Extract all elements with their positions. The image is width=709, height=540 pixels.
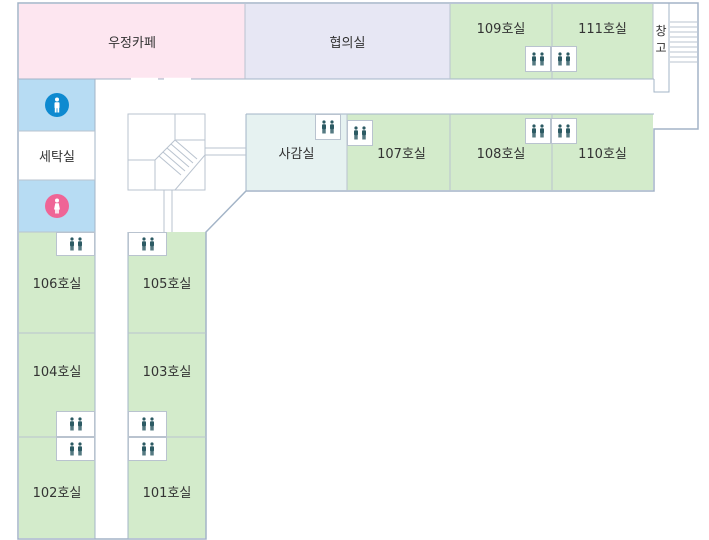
room-storage-label-2: 고	[655, 41, 667, 55]
room-cafe-label: 우정카페	[108, 36, 156, 51]
room-storage[interactable]: 창 고	[653, 18, 669, 62]
washroom-icon	[128, 411, 167, 437]
room-110-label: 110호실	[578, 146, 627, 162]
washroom-icon	[525, 118, 551, 144]
men-restroom-icon	[45, 93, 69, 117]
washroom-icon	[128, 437, 167, 461]
room-111-label: 111호실	[578, 22, 627, 37]
women-restroom-icon	[45, 194, 69, 218]
stairwell	[127, 113, 246, 232]
washroom-icon	[56, 232, 95, 256]
washroom-icon	[56, 437, 95, 461]
room-101-label: 101호실	[142, 486, 192, 501]
room-cafe[interactable]: 우정카페	[19, 4, 245, 79]
building-outline	[17, 2, 699, 540]
room-109-label: 109호실	[476, 22, 526, 37]
women-restroom[interactable]	[19, 180, 95, 232]
room-laundry[interactable]: 세탁실	[19, 131, 95, 180]
room-meeting-label: 협의실	[329, 36, 366, 51]
room-106-label: 106호실	[32, 277, 82, 292]
room-108-label: 108호실	[476, 146, 526, 162]
room-107-label: 107호실	[377, 146, 426, 162]
washroom-icon	[347, 120, 373, 146]
room-laundry-label: 세탁실	[39, 150, 75, 165]
men-restroom[interactable]	[19, 79, 95, 131]
washroom-icon	[525, 46, 551, 72]
washroom-icon	[315, 114, 341, 140]
room-104-label: 104호실	[32, 365, 82, 380]
washroom-icon	[551, 118, 577, 144]
room-103-label: 103호실	[142, 365, 192, 380]
washroom-icon	[128, 232, 167, 256]
stairs-icon	[670, 21, 697, 63]
room-105-label: 105호실	[142, 277, 192, 292]
room-storage-label-1: 창	[655, 24, 667, 38]
room-meeting[interactable]: 협의실	[245, 4, 450, 79]
room-102-label: 102호실	[32, 486, 82, 501]
room-counseling-label: 사감실	[278, 146, 315, 162]
washroom-icon	[56, 411, 95, 437]
washroom-icon	[551, 46, 577, 72]
